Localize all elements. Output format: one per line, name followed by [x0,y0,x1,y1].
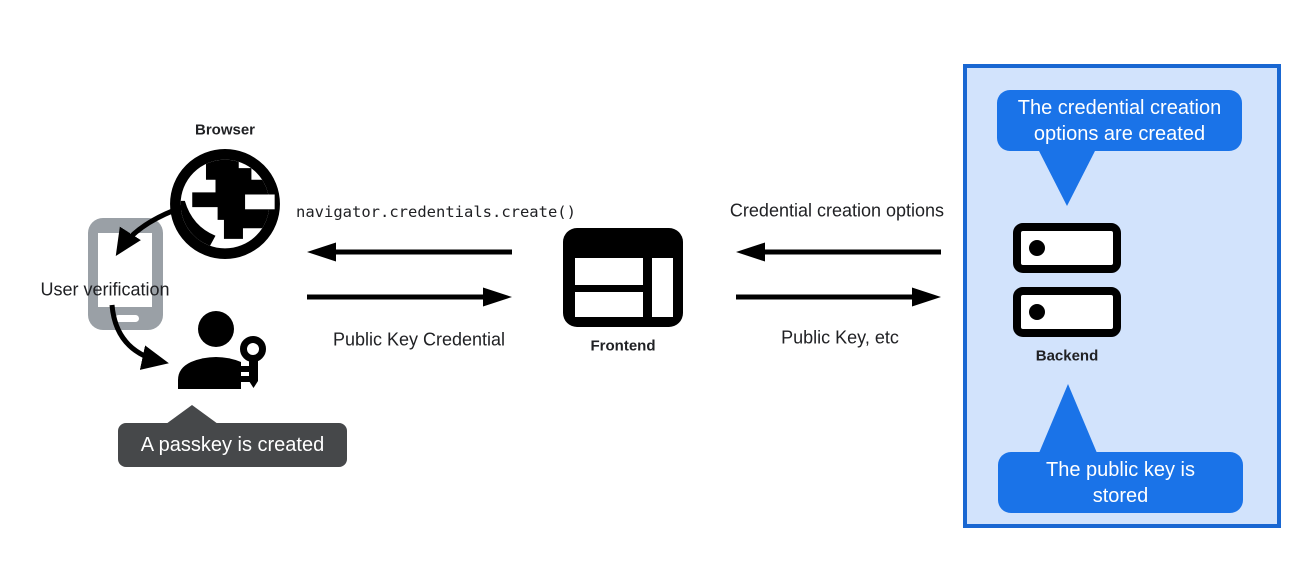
globe-icon [170,149,280,259]
public-key-credential-label: Public Key Credential [332,329,506,350]
public-key-stored-tooltip-pointer [1039,384,1097,453]
creation-options-tooltip-text: The credential creation options are crea… [1017,96,1222,145]
smartphone-icon [88,218,163,330]
arrow-right-icon [736,287,941,307]
browser-window-icon [563,228,683,327]
frontend-label: Frontend [590,337,656,355]
server-icon [1013,223,1121,337]
arrow-right-icon [307,287,512,307]
public-key-stored-tooltip-text: The public key is stored [1046,458,1195,507]
browser-label: Browser [194,121,256,139]
public-key-etc-label: Public Key, etc [781,327,899,348]
passkey-tooltip-text: A passkey is created [140,433,325,456]
curved-arrows-icon [109,204,184,370]
credentials-create-code-label: navigator.credentials.create() [296,203,576,222]
passkey-tooltip-pointer [166,405,218,424]
user-verification-label: User verification [40,279,170,300]
creation-options-tooltip: The credential creation options are crea… [997,90,1242,151]
passkey-tooltip: A passkey is created [118,423,347,467]
creation-options-tooltip-pointer [1038,149,1096,206]
arrow-left-icon [736,242,941,262]
arrow-left-icon [307,242,512,262]
passkey-icon [178,311,266,389]
public-key-stored-tooltip: The public key is stored [998,452,1243,513]
backend-label: Backend [1035,347,1099,365]
credential-creation-options-label: Credential creation options [729,200,945,221]
